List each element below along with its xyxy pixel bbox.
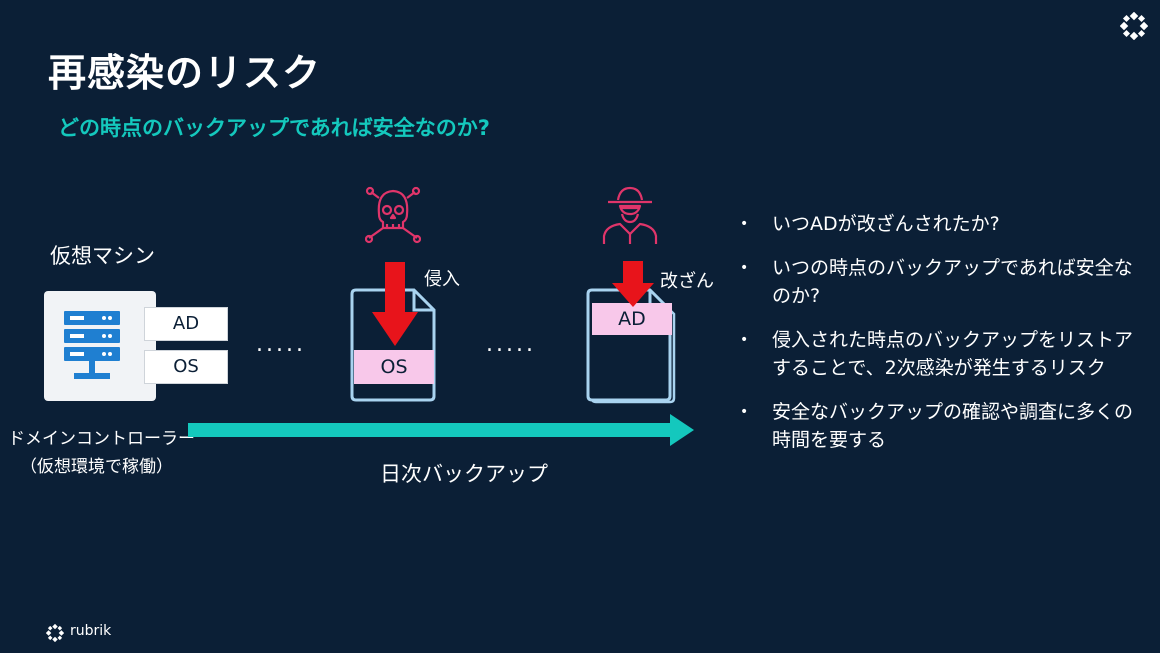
document-icon (350, 288, 436, 402)
rubrik-logo-icon (1120, 12, 1148, 40)
timeline-arrow (188, 414, 694, 446)
bullet-item: • いつADが改ざんされたか? (740, 210, 1150, 238)
server-icon (64, 311, 120, 379)
page-title: 再感染のリスク (48, 51, 322, 95)
bullet-marker: • (740, 216, 749, 232)
bullet-text: 安全なバックアップの確認や調査に多くの時間を要する (772, 401, 1134, 451)
intrusion-label: 侵入 (424, 269, 460, 290)
skull-crossbones-icon (365, 186, 421, 244)
ellipsis-dots: ..... (256, 332, 306, 357)
ellipsis-dots: ..... (486, 332, 536, 357)
server-tag-ad: AD (144, 307, 228, 341)
bullet-list: • いつADが改ざんされたか? • いつの時点のバックアップであれば安全なのか?… (740, 210, 1150, 470)
dc-sublabel: （仮想環境で稼働） (20, 457, 173, 477)
bullet-item: • 安全なバックアップの確認や調査に多くの時間を要する (740, 398, 1150, 454)
bullet-marker: • (740, 404, 749, 420)
server-tag-os: OS (144, 350, 228, 384)
page-subtitle: どの時点のバックアップであれば安全なのか? (58, 116, 490, 140)
tamper-label: 改ざん (660, 271, 714, 292)
bullet-text: 侵入された時点のバックアップをリストアすることで、2次感染が発生するリスク (772, 329, 1134, 379)
backup-os-tag: OS (354, 350, 434, 384)
backup-ad-tag: AD (592, 303, 672, 335)
rubrik-logo-icon (46, 624, 64, 642)
dc-label: ドメインコントローラー (8, 429, 195, 449)
hacker-icon (602, 186, 658, 244)
bullet-marker: • (740, 332, 749, 348)
down-arrow-icon (612, 261, 654, 307)
bullet-item: • いつの時点のバックアップであれば安全なのか? (740, 254, 1150, 310)
bullet-text: いつの時点のバックアップであれば安全なのか? (772, 257, 1133, 307)
down-arrow-icon (372, 262, 418, 346)
bullet-text: いつADが改ざんされたか? (772, 213, 1000, 235)
timeline-label: 日次バックアップ (380, 462, 548, 486)
vm-label: 仮想マシン (50, 244, 155, 268)
bullet-marker: • (740, 260, 749, 276)
brand-name: rubrik (70, 623, 112, 639)
bullet-item: • 侵入された時点のバックアップをリストアすることで、2次感染が発生するリスク (740, 326, 1150, 382)
server-panel (44, 291, 156, 401)
